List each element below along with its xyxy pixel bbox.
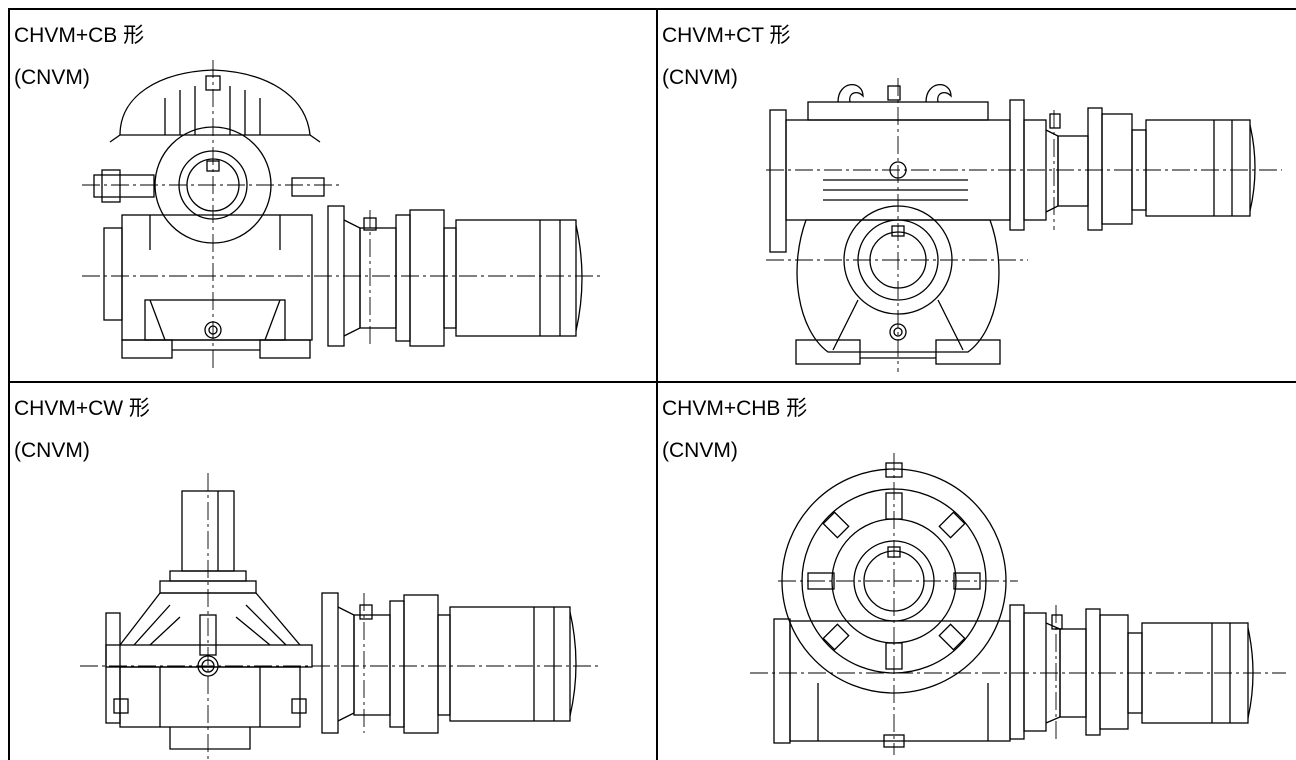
table-divider-vertical bbox=[656, 8, 658, 760]
cell-subtitle: (CNVM) bbox=[662, 66, 738, 89]
cell-chvm-cb: CHVM+CB 形 (CNVM) bbox=[10, 10, 656, 381]
gear-reducer-cw-drawing bbox=[80, 473, 600, 760]
cell-subtitle: (CNVM) bbox=[662, 439, 738, 462]
table-border-left bbox=[8, 8, 10, 760]
model-table: CHVM+CB 形 (CNVM) bbox=[8, 8, 1296, 760]
table-divider-horizontal bbox=[8, 381, 1296, 383]
gear-reducer-cb-drawing bbox=[82, 60, 600, 372]
cell-chvm-cw: CHVM+CW 形 (CNVM) bbox=[10, 383, 656, 760]
gear-reducer-ct-drawing bbox=[766, 78, 1282, 372]
cell-subtitle: (CNVM) bbox=[14, 439, 90, 462]
cell-title: CHVM+CW 形 bbox=[14, 397, 150, 420]
cell-subtitle: (CNVM) bbox=[14, 66, 90, 89]
cell-title: CHVM+CB 形 bbox=[14, 24, 145, 47]
cell-title: CHVM+CT 形 bbox=[662, 24, 791, 47]
table-border-top bbox=[8, 8, 1296, 10]
cell-chvm-ct: CHVM+CT 形 (CNVM) bbox=[658, 10, 1296, 381]
gear-reducer-chb-drawing bbox=[750, 453, 1286, 755]
cell-title: CHVM+CHB 形 bbox=[662, 397, 808, 420]
cell-chvm-chb: CHVM+CHB 形 (CNVM) bbox=[658, 383, 1296, 760]
